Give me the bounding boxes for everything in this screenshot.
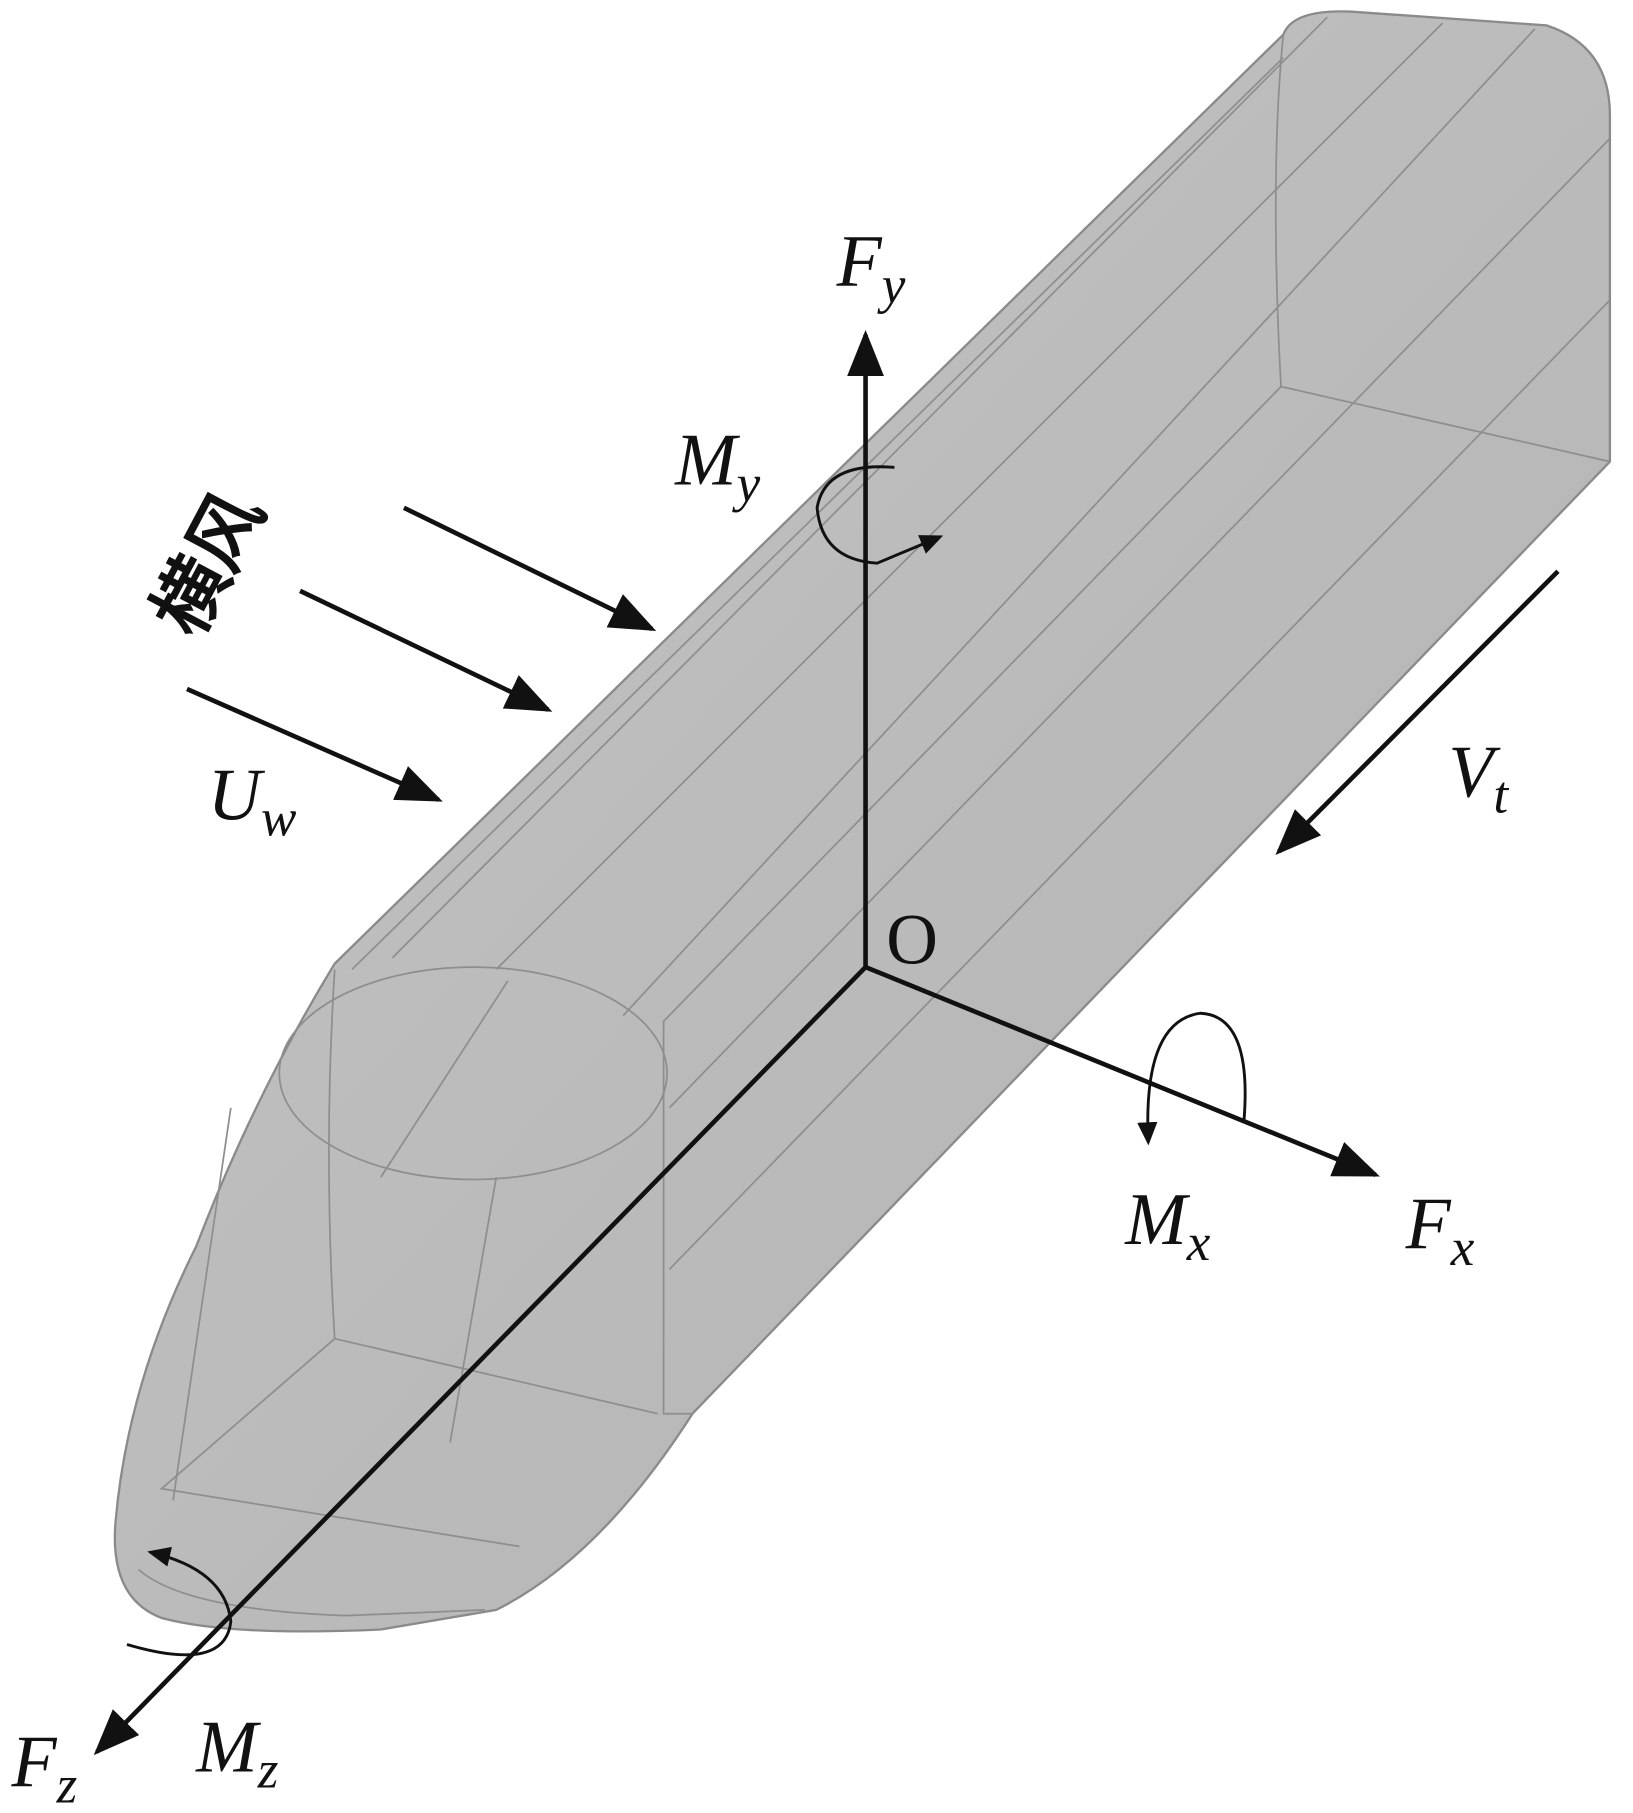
mz-label: Mz bbox=[195, 1705, 278, 1799]
wind-arrow bbox=[402, 505, 657, 632]
moments: My Mx Mz bbox=[126, 419, 1247, 1800]
vt-label: Vt bbox=[1448, 730, 1509, 824]
uw-label: Uw bbox=[208, 753, 297, 847]
my-rotation-icon bbox=[815, 465, 944, 565]
coordinate-axes: O Fy Fx Fz bbox=[11, 220, 1475, 1813]
wind-arrow bbox=[299, 588, 553, 712]
crosswind-label: 横风 bbox=[136, 478, 281, 649]
fx-axis bbox=[864, 964, 1380, 1177]
fy-label: Fy bbox=[836, 220, 906, 314]
mz-rotation-icon bbox=[126, 1546, 233, 1657]
fz-axis bbox=[93, 965, 868, 1756]
wind-arrow bbox=[186, 686, 443, 802]
my-label: My bbox=[674, 419, 761, 513]
fz-label: Fz bbox=[11, 1720, 78, 1813]
mx-label: Mx bbox=[1124, 1178, 1211, 1272]
fx-label: Fx bbox=[1405, 1183, 1475, 1277]
mx-rotation-icon bbox=[1137, 1011, 1247, 1146]
velocity-arrow: Vt bbox=[1275, 569, 1560, 855]
origin-label: O bbox=[886, 901, 938, 980]
